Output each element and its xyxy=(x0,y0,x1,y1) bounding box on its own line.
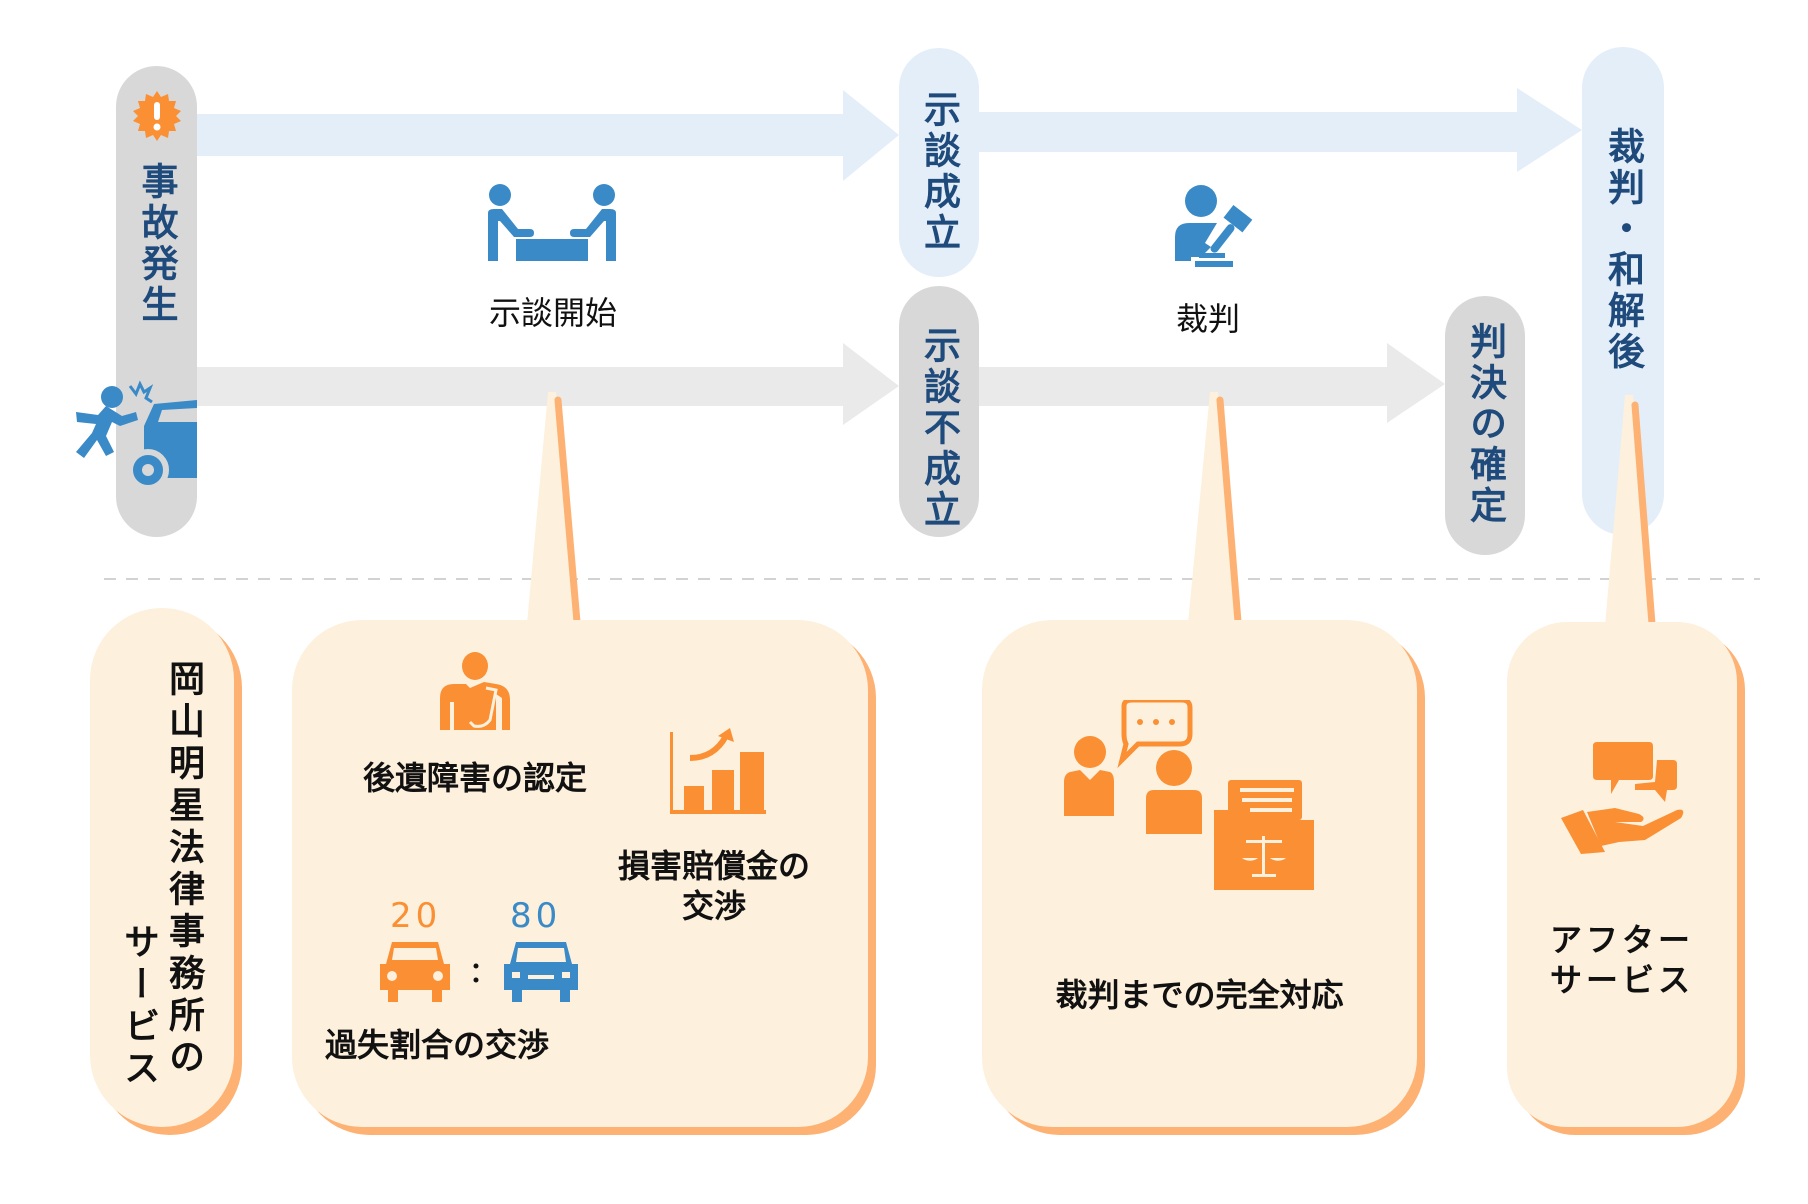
service-disability-label: 後遺障害の認定 xyxy=(362,759,587,797)
step-judgment-final-label: 判決の確定 xyxy=(1463,322,1507,527)
blue-car-icon xyxy=(504,942,578,1002)
consultation-legal-folder-icon xyxy=(1064,700,1314,890)
step-settlement-reached: 示談成立 xyxy=(899,48,979,277)
arrow-accident-to-failed xyxy=(197,343,899,425)
arrow-settlement-to-after xyxy=(979,88,1582,172)
service-after-label: アフター サービス xyxy=(1507,920,1737,1000)
service-compensation-line1: 損害賠償金の xyxy=(617,847,810,885)
step-settlement-failed-label: 示談不成立 xyxy=(917,326,961,531)
services-title-card: 岡山明星法律事務所の サービス xyxy=(90,608,234,1127)
service-compensation-line2: 交渉 xyxy=(681,887,746,925)
step-after-trial: 裁判・和解後 xyxy=(1582,47,1664,535)
services-title-line2: サービス xyxy=(118,923,159,1091)
service-full-trial-label: 裁判までの完全対応 xyxy=(1055,976,1344,1014)
service-fault-ratio-label: 過失割合の交渉 xyxy=(324,1026,549,1064)
service-after-line1: アフター xyxy=(1549,921,1694,959)
injured-person-icon xyxy=(440,652,510,730)
step-negotiation-label: 示談開始 xyxy=(488,294,617,332)
negotiation-icon xyxy=(488,184,616,261)
orange-car-icon xyxy=(380,942,450,1002)
fault-ratio-left: 20 xyxy=(390,896,442,936)
alert-icon xyxy=(132,91,181,141)
arrow-failed-to-judgment xyxy=(979,343,1445,423)
step-trial-label: 裁判 xyxy=(1175,300,1240,338)
trial-services-card: 裁判までの完全対応 xyxy=(982,620,1417,1127)
hand-chat-icon xyxy=(1561,742,1684,854)
service-after-line2: サービス xyxy=(1549,961,1694,999)
service-compensation-label: 損害賠償金の 交渉 xyxy=(604,846,824,926)
step-accident-label: 事故発生 xyxy=(135,162,178,326)
car-accident-icon xyxy=(76,380,197,491)
judge-gavel-icon xyxy=(1175,185,1253,267)
step-after-trial-label: 裁判・和解後 xyxy=(1601,127,1645,373)
step-settlement-failed: 示談不成立 xyxy=(899,286,979,537)
arrow-accident-to-settlement xyxy=(197,90,899,181)
fault-ratio-right: 80 xyxy=(510,896,562,936)
step-judgment-final: 判決の確定 xyxy=(1445,296,1525,555)
services-title-line1: 岡山明星法律事務所の xyxy=(163,660,204,1080)
after-services-card: アフター サービス xyxy=(1507,622,1737,1127)
negotiation-services-card: 後遺障害の認定 損害賠償金の 交渉 20 80 過失割合の交渉 xyxy=(292,620,868,1127)
growth-chart-icon xyxy=(670,728,766,814)
fault-ratio-cars-icon xyxy=(380,942,578,1002)
step-settlement-reached-label: 示談成立 xyxy=(917,90,961,254)
